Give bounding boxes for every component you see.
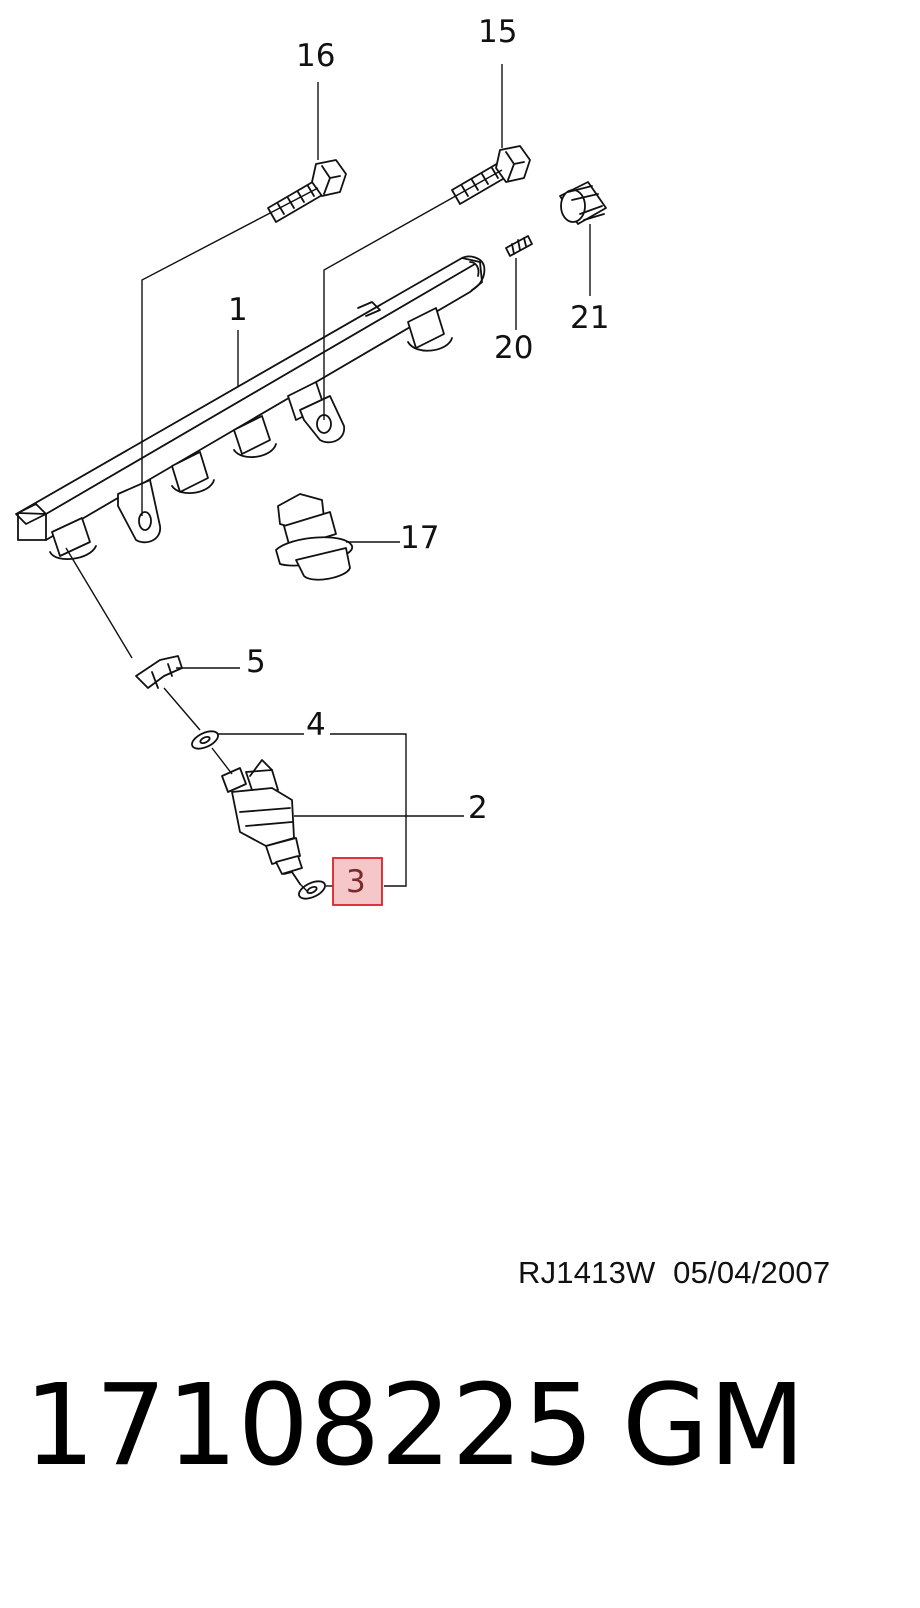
fuel-rail-part	[15, 255, 486, 560]
callout-16[interactable]: 16	[296, 38, 335, 74]
o-ring-part-4	[191, 730, 219, 750]
fuel-injector-part-2	[221, 759, 303, 885]
diagram-reference-code: RJ1413W 05/04/2007	[518, 1255, 831, 1290]
o-ring-part-3	[298, 880, 326, 900]
bolt-part-15	[451, 145, 531, 205]
leader-lines	[65, 64, 591, 893]
exploded-parts-diagram: 16 15 1 21 20 17 5 4 2 3	[15, 14, 609, 906]
bolt-part-16	[267, 159, 347, 223]
callout-3[interactable]: 3	[346, 864, 366, 900]
clip-part-5	[135, 655, 183, 689]
callout-5[interactable]: 5	[246, 644, 266, 680]
callout-2[interactable]: 2	[468, 790, 488, 826]
pressure-regulator-part-17	[275, 493, 353, 581]
callout-21[interactable]: 21	[570, 300, 609, 336]
highlight-box-part-3	[332, 857, 383, 906]
callout-20[interactable]: 20	[494, 330, 533, 366]
cap-part-21	[559, 181, 607, 225]
valve-part-20	[505, 235, 533, 257]
callout-1[interactable]: 1	[228, 292, 248, 328]
part-number: 17108225	[24, 1361, 595, 1491]
callout-15[interactable]: 15	[478, 14, 517, 50]
callout-17[interactable]: 17	[400, 520, 439, 556]
brand-name: GM	[622, 1361, 806, 1491]
callout-4[interactable]: 4	[306, 707, 326, 743]
